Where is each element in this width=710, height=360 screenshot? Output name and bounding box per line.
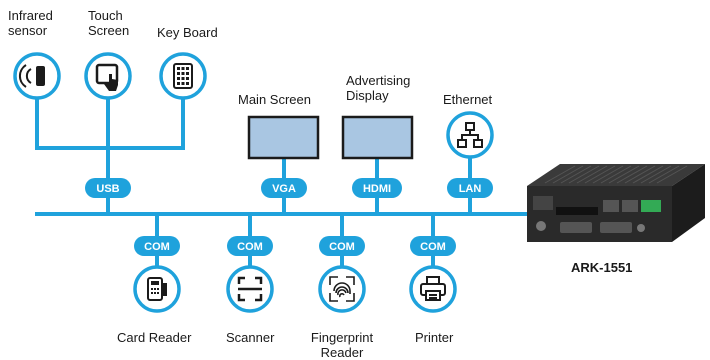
label-scanner: Scanner: [226, 330, 275, 345]
product-name: ARK-1551: [571, 260, 633, 275]
badge-usb: USB: [85, 178, 131, 198]
label-card-reader: Card Reader: [117, 330, 192, 345]
badge-com-fingerprint: COM: [319, 236, 365, 256]
infrared-sensor-icon: [13, 52, 61, 100]
card-reader-icon: [133, 265, 181, 313]
scanner-icon: [226, 265, 274, 313]
badge-hdmi-text: HDMI: [363, 183, 391, 195]
badge-com-text: COM: [144, 241, 170, 253]
touch-screen-icon: [84, 52, 132, 100]
badge-hdmi: HDMI: [352, 178, 402, 198]
advertising-display: [341, 115, 414, 160]
fingerprint-icon: [318, 265, 366, 313]
badge-com-printer: COM: [410, 236, 456, 256]
badge-vga: VGA: [261, 178, 307, 198]
label-keyboard: Key Board: [157, 25, 218, 40]
label-touch-screen: Touch Screen: [88, 8, 130, 38]
label-printer: Printer: [415, 330, 454, 345]
badge-vga-text: VGA: [272, 183, 296, 195]
embedded-pc-image: [527, 164, 705, 242]
label-advertising-display: Advertising Display: [346, 73, 411, 103]
usb-branch-keyboard: [106, 97, 185, 150]
label-ethernet: Ethernet: [443, 92, 493, 107]
badge-com-scanner: COM: [227, 236, 273, 256]
badge-lan: LAN: [447, 178, 493, 198]
badge-lan-text: LAN: [459, 183, 482, 195]
badge-com-text: COM: [237, 241, 263, 253]
keyboard-icon: [159, 52, 207, 100]
badge-usb-text: USB: [96, 183, 119, 195]
label-infrared-sensor: Infrared sensor: [8, 8, 53, 38]
badge-com-text: COM: [329, 241, 355, 253]
usb-branch-infrared: [35, 97, 110, 150]
label-fingerprint-reader: Fingerprint Reader: [310, 330, 374, 360]
badge-com-card: COM: [134, 236, 180, 256]
badge-com-text: COM: [420, 241, 446, 253]
printer-icon: [409, 265, 457, 313]
network-icon: [446, 111, 494, 159]
label-main-screen: Main Screen: [238, 92, 311, 107]
main-screen-display: [247, 115, 320, 160]
